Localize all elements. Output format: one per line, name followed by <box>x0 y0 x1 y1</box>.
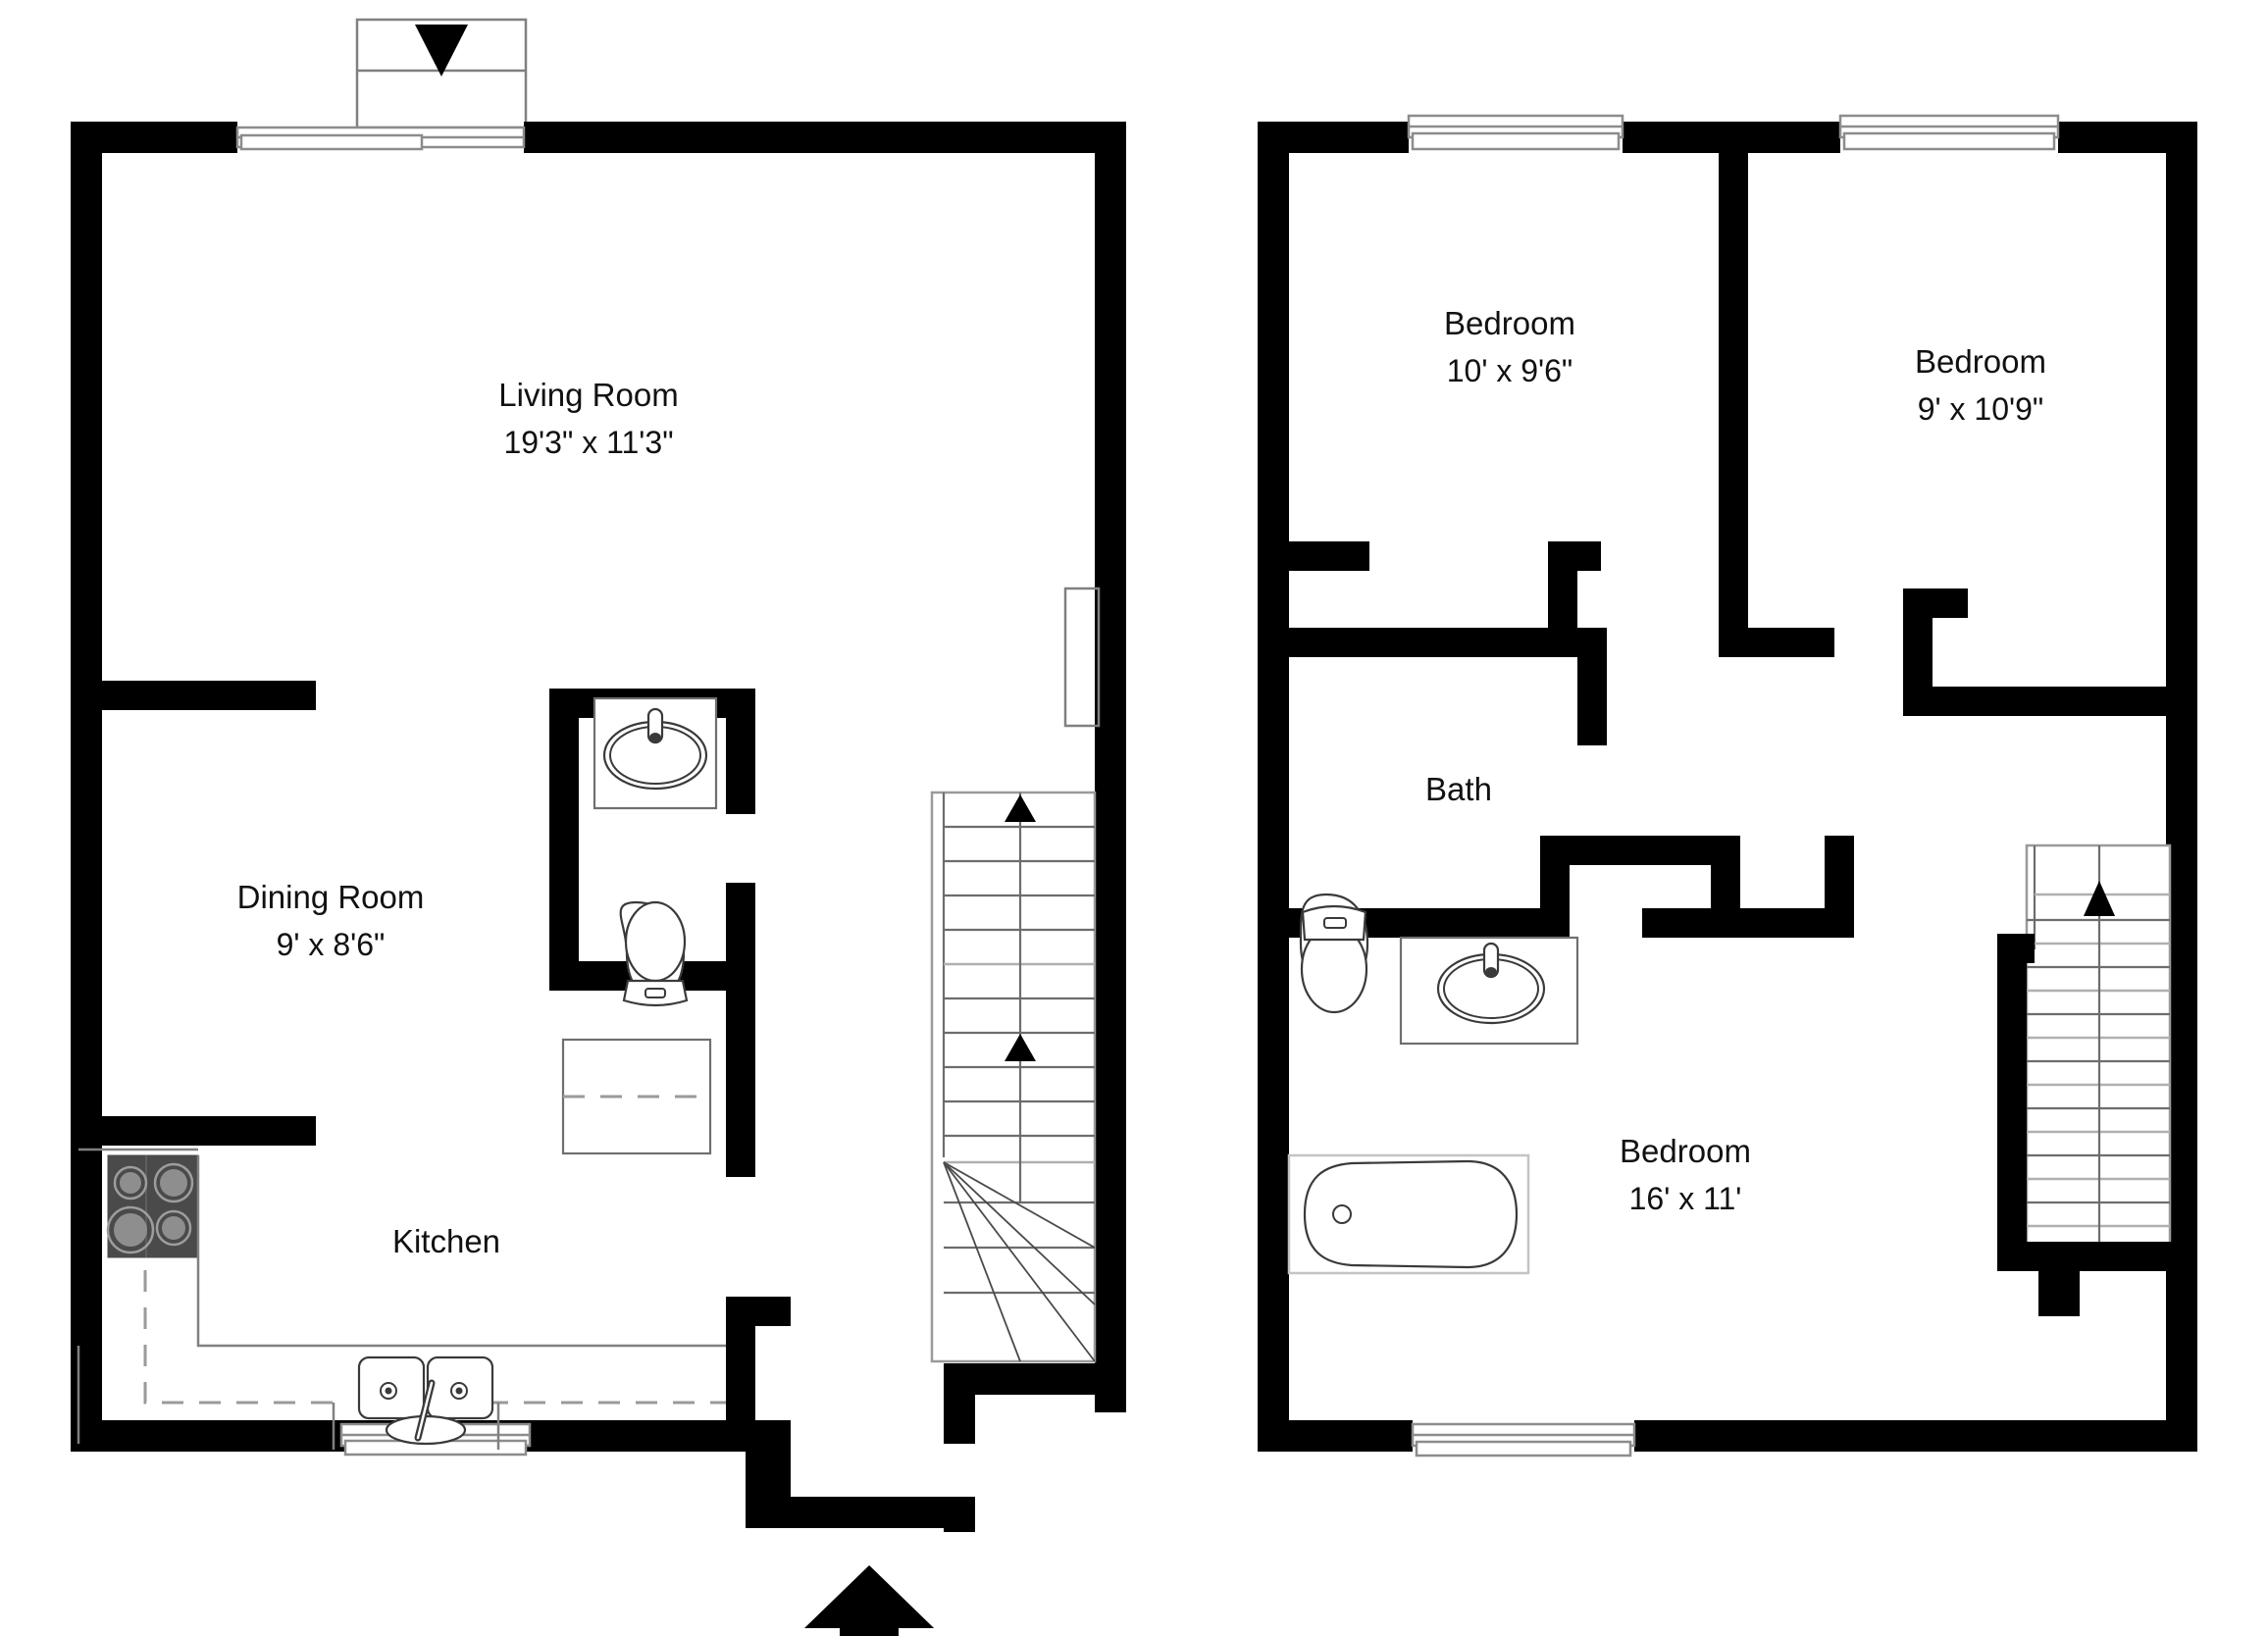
stair2-up-arrow-icon <box>2084 881 2115 916</box>
staircase-up-first-floor <box>930 791 1097 1363</box>
dim-bedroom-main: 16' x 11' <box>1629 1181 1742 1216</box>
wall-south-jog-corner <box>944 1497 975 1532</box>
counter-dashed-west <box>143 1270 334 1405</box>
bedroom-window-south <box>1411 1422 1636 1457</box>
wall2-west <box>1258 122 1289 1452</box>
stair-up-arrow-icon-mid <box>1005 1034 1036 1061</box>
dim-living-room: 19'3" x 11'3" <box>503 425 673 460</box>
burner-2 <box>153 1162 194 1203</box>
staircase-up-second-floor <box>1997 844 2197 1316</box>
tub-basin <box>1303 1159 1519 1269</box>
wall2-east <box>2166 122 2197 1452</box>
wall2-bath-vanity-east-top <box>1548 541 1601 571</box>
bedroom-window-northeast <box>1838 114 2060 151</box>
wall-exterior-west <box>71 122 102 1452</box>
wall-dining-kitchen-divider <box>102 1116 316 1146</box>
wall-living-dining-divider <box>102 681 316 710</box>
rear-porch-door-arrow-icon <box>415 25 468 77</box>
stair-winder-1 <box>943 1161 1096 1249</box>
wall-kitchen-east-stub <box>726 1297 791 1326</box>
label-bedroom-ne: Bedroom <box>1915 343 2046 380</box>
label-kitchen: Kitchen <box>392 1223 500 1259</box>
dim-bedroom-ne: 9' x 10'9" <box>1918 391 2044 427</box>
wall-exterior-south-jog <box>746 1497 952 1528</box>
label-bedroom-nw: Bedroom <box>1444 305 1575 341</box>
dim-bedroom-nw: 10' x 9'6" <box>1447 353 1573 388</box>
wall2-south-right <box>1634 1420 2197 1452</box>
bath-vanity-sink <box>1399 936 1579 1046</box>
first-floor-plan: Living Room 19'3" x 11'3" Dining Room 9'… <box>71 18 1126 1636</box>
bathtub <box>1287 1153 1530 1275</box>
stair-winder-3 <box>943 1161 1021 1362</box>
dining-table <box>561 1038 712 1155</box>
powder-room-walls <box>549 689 791 1452</box>
kitchen-stove <box>106 1154 199 1258</box>
second-floor-labels: Bedroom 10' x 9'6" Bedroom 9' x 10'9" Ba… <box>1425 305 2046 1216</box>
living-room-window-north <box>235 126 526 151</box>
wall-powder-east-lower <box>726 883 755 1177</box>
front-entry-door-arrow-icon <box>804 1565 934 1636</box>
stair-winder-4 <box>943 1161 1096 1362</box>
wall2-stair-newel <box>2038 1271 2080 1316</box>
burner-1 <box>113 1165 148 1201</box>
sink-basin-left <box>357 1355 426 1420</box>
powder-room-toilet <box>619 900 689 1007</box>
toilet-flush-icon <box>644 988 666 998</box>
wall2-stair-west <box>1997 934 2027 1271</box>
wall2-south-left <box>1258 1420 1413 1452</box>
kitchen-double-sink <box>357 1355 494 1446</box>
toilet-seat <box>624 900 687 983</box>
bedroom-window-northwest <box>1407 114 1624 151</box>
wall2-bedroom-divider <box>1719 122 1748 657</box>
first-floor-labels: Living Room 19'3" x 11'3" Dining Room 9'… <box>237 377 679 1259</box>
wall2-hall-south <box>1642 908 1854 938</box>
wall2-bed1-south-stub <box>1289 541 1369 571</box>
wall2-stair-south <box>1997 1242 2197 1271</box>
wall2-closet-east <box>1825 836 1854 938</box>
stair-outline <box>930 791 1097 1363</box>
wall2-stair-north-stub <box>1997 934 2035 963</box>
tub-drain <box>1332 1204 1352 1224</box>
wall-exterior-north-right <box>524 122 1126 153</box>
wall2-bedroom-divider-foot <box>1719 628 1834 657</box>
drain-left <box>380 1382 397 1400</box>
burner-4 <box>155 1209 192 1247</box>
drain-right <box>450 1382 468 1400</box>
label-dining-room: Dining Room <box>237 879 425 915</box>
label-living-room: Living Room <box>498 377 678 413</box>
label-bath: Bath <box>1425 771 1492 807</box>
faucet-base <box>1485 967 1497 977</box>
wall2-hall-closet-north <box>1540 836 1740 865</box>
wall-powder-east-upper <box>726 689 755 814</box>
wall2-bed2-closet-north <box>1903 588 1968 618</box>
living-room-east-niche <box>1063 587 1101 728</box>
second-floor-plan: Bedroom 10' x 9'6" Bedroom 9' x 10'9" Ba… <box>1258 114 2197 1457</box>
faucet-base <box>649 733 661 742</box>
label-bedroom-main: Bedroom <box>1620 1133 1751 1169</box>
bath-toilet <box>1299 893 1369 1014</box>
wall-stair-bottom-run <box>944 1363 1126 1395</box>
toilet-tank <box>622 979 689 1007</box>
wall2-bed2-south <box>1903 687 2197 716</box>
burner-3 <box>106 1205 155 1254</box>
toilet-tank <box>1301 904 1367 942</box>
dim-dining-room: 9' x 8'6" <box>277 927 386 962</box>
toilet-flush-icon <box>1323 917 1347 929</box>
stair-up-arrow-icon-top <box>1005 794 1036 822</box>
wall2-bath-east <box>1577 628 1607 745</box>
front-entry-door <box>804 1565 934 1636</box>
powder-room-vanity-sink <box>593 696 718 810</box>
wall-exterior-east <box>1095 122 1126 1412</box>
wall-powder-west <box>549 689 579 991</box>
stair-winder-2 <box>943 1161 1096 1305</box>
